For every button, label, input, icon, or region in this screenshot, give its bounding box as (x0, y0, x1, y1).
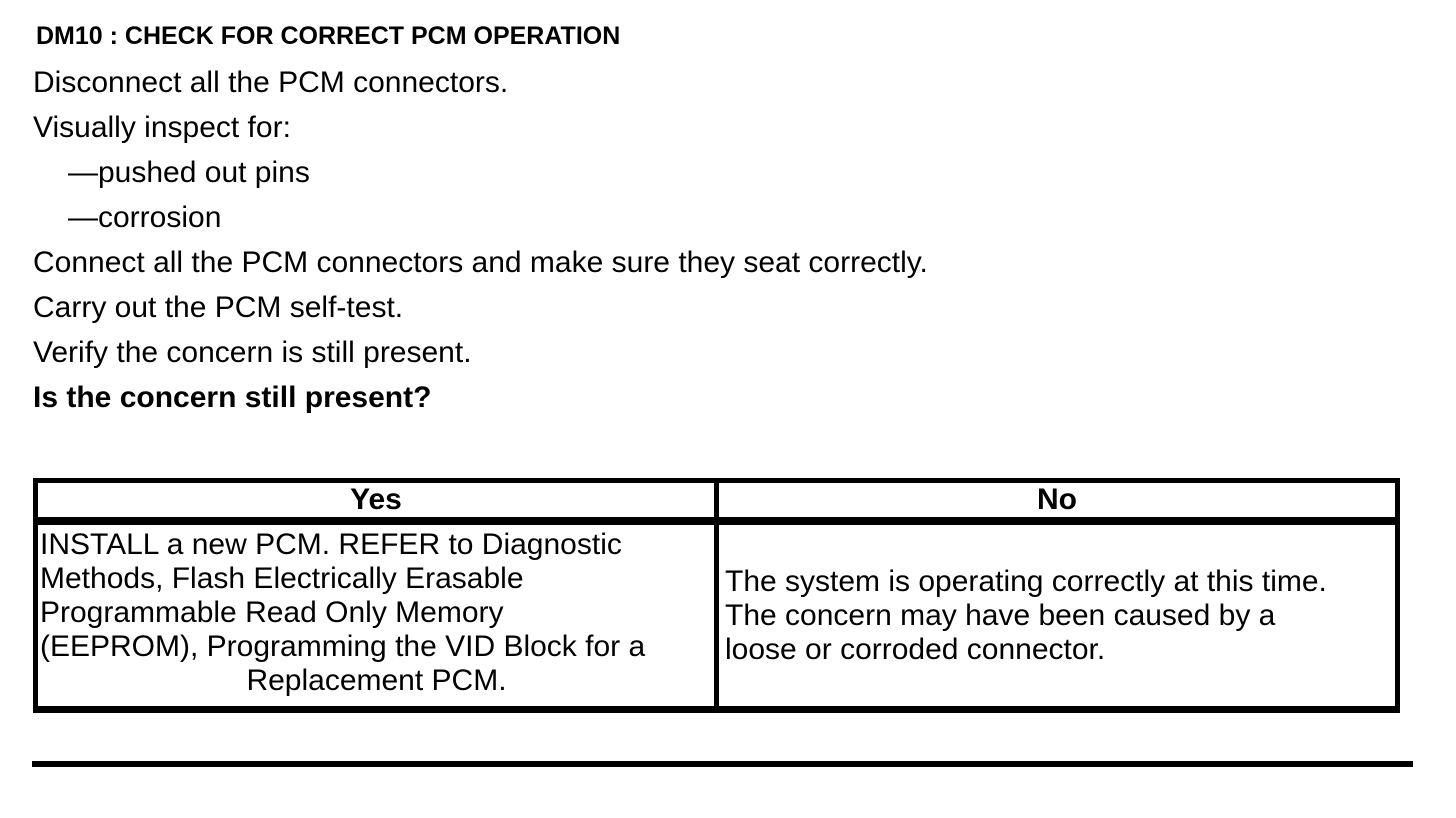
yes-cell-text-line: Programmable Read Only Memory (40, 596, 504, 629)
decision-question: Is the concern still present? (33, 381, 432, 414)
procedure-step-line: Connect all the PCM connectors and make … (33, 246, 928, 279)
table-body-row: INSTALL a new PCM. REFER to Diagnostic M… (35, 521, 1398, 710)
procedure-step-line: Carry out the PCM self-test. (33, 291, 404, 324)
no-column-header: No (716, 480, 1398, 525)
section-divider-rule (32, 761, 1413, 767)
procedure-step-line: Disconnect all the PCM connectors. (33, 66, 509, 99)
yes-cell-text-line: INSTALL a new PCM. REFER to Diagnostic (40, 528, 622, 561)
yes-cell-text-line: (EEPROM), Programming the VID Block for … (40, 630, 646, 663)
yes-action-cell: INSTALL a new PCM. REFER to Diagnostic M… (35, 521, 719, 710)
no-cell-text-line: loose or corroded connector. (725, 632, 1106, 666)
no-cell-text-line: The system is operating correctly at thi… (725, 564, 1327, 598)
no-cell-text-line: The concern may have been caused by a (725, 598, 1276, 632)
procedure-body: Disconnect all the PCM connectors. Visua… (0, 60, 1456, 420)
procedure-substep-line: —corrosion (68, 201, 222, 234)
procedure-heading: DM10 : CHECK FOR CORRECT PCM OPERATION (36, 22, 621, 50)
yes-column-header: Yes (35, 480, 719, 525)
procedure-step-line: Verify the concern is still present. (33, 336, 472, 369)
procedure-substep-line: —pushed out pins (68, 156, 310, 189)
no-action-cell: The system is operating correctly at thi… (717, 521, 1398, 710)
procedure-step-line: Visually inspect for: (33, 111, 291, 144)
yes-no-decision-table: Yes No INSTALL a new PCM. REFER to Diagn… (33, 478, 1400, 713)
yes-cell-text-line: Replacement PCM. (246, 664, 507, 697)
yes-cell-text-line: Methods, Flash Electrically Erasable (40, 562, 524, 595)
table-header-row: Yes No (35, 480, 1398, 525)
